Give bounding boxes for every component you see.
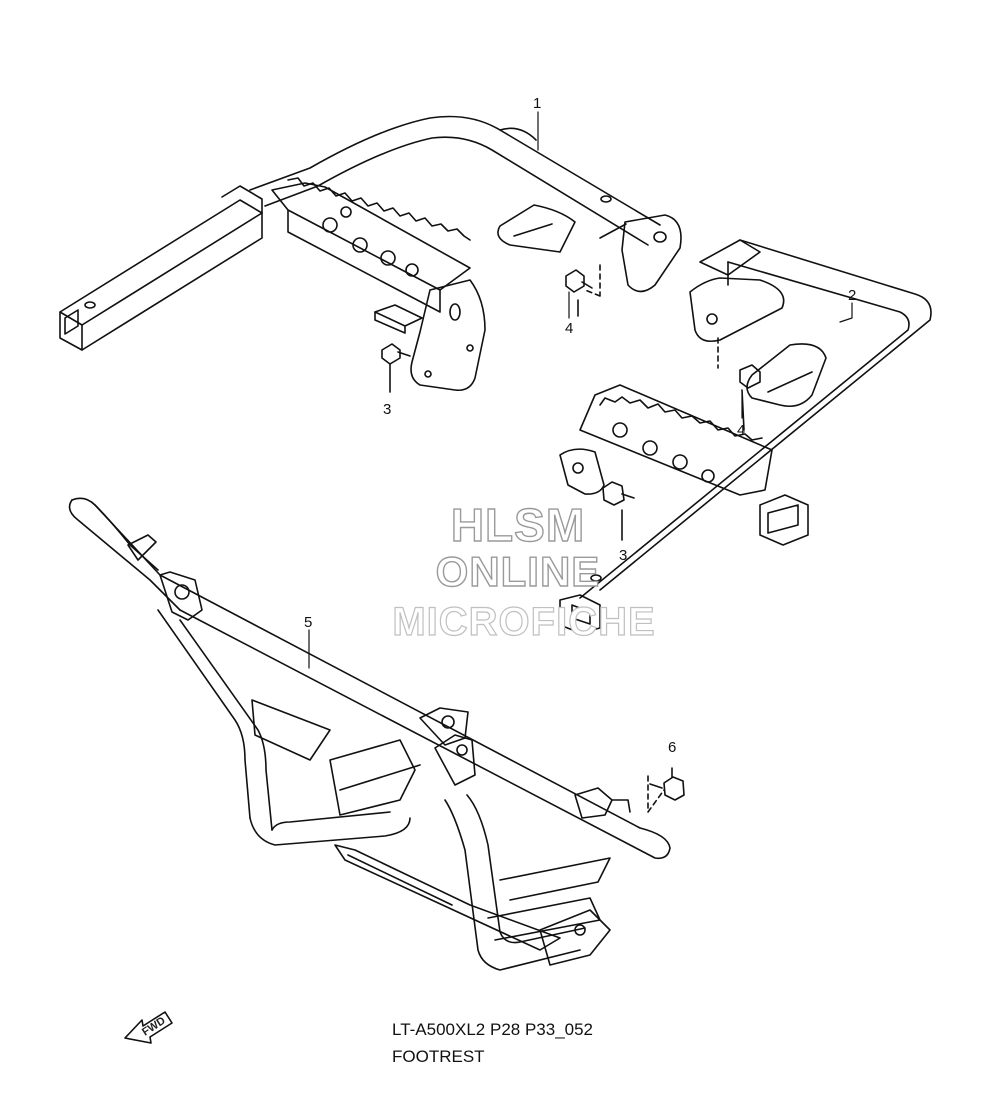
- bolt-6: [647, 767, 685, 813]
- callout-3-right: 3: [619, 547, 627, 564]
- bolt-3-left: [381, 343, 411, 393]
- callout-4-left: 4: [565, 320, 573, 337]
- callout-4-right: 4: [737, 422, 745, 439]
- left-footrest-bracket: [59, 115, 682, 392]
- callout-3-left: 3: [383, 401, 391, 418]
- diagram-title: FOOTREST: [392, 1047, 485, 1066]
- bolt-3-right: [602, 481, 635, 541]
- callout-2: 2: [848, 287, 856, 304]
- right-footrest-bracket: [559, 239, 932, 634]
- lower-guard-frame: [68, 497, 671, 971]
- diagram-model-caption: LT-A500XL2 P28 P33_052: [392, 1020, 594, 1039]
- leader-lines: [308, 111, 853, 669]
- callout-5: 5: [304, 614, 312, 631]
- bolt-4-left: [565, 264, 601, 317]
- callout-1: 1: [533, 95, 541, 112]
- callout-6: 6: [668, 739, 676, 756]
- fwd-arrow-icon: [124, 1011, 173, 1044]
